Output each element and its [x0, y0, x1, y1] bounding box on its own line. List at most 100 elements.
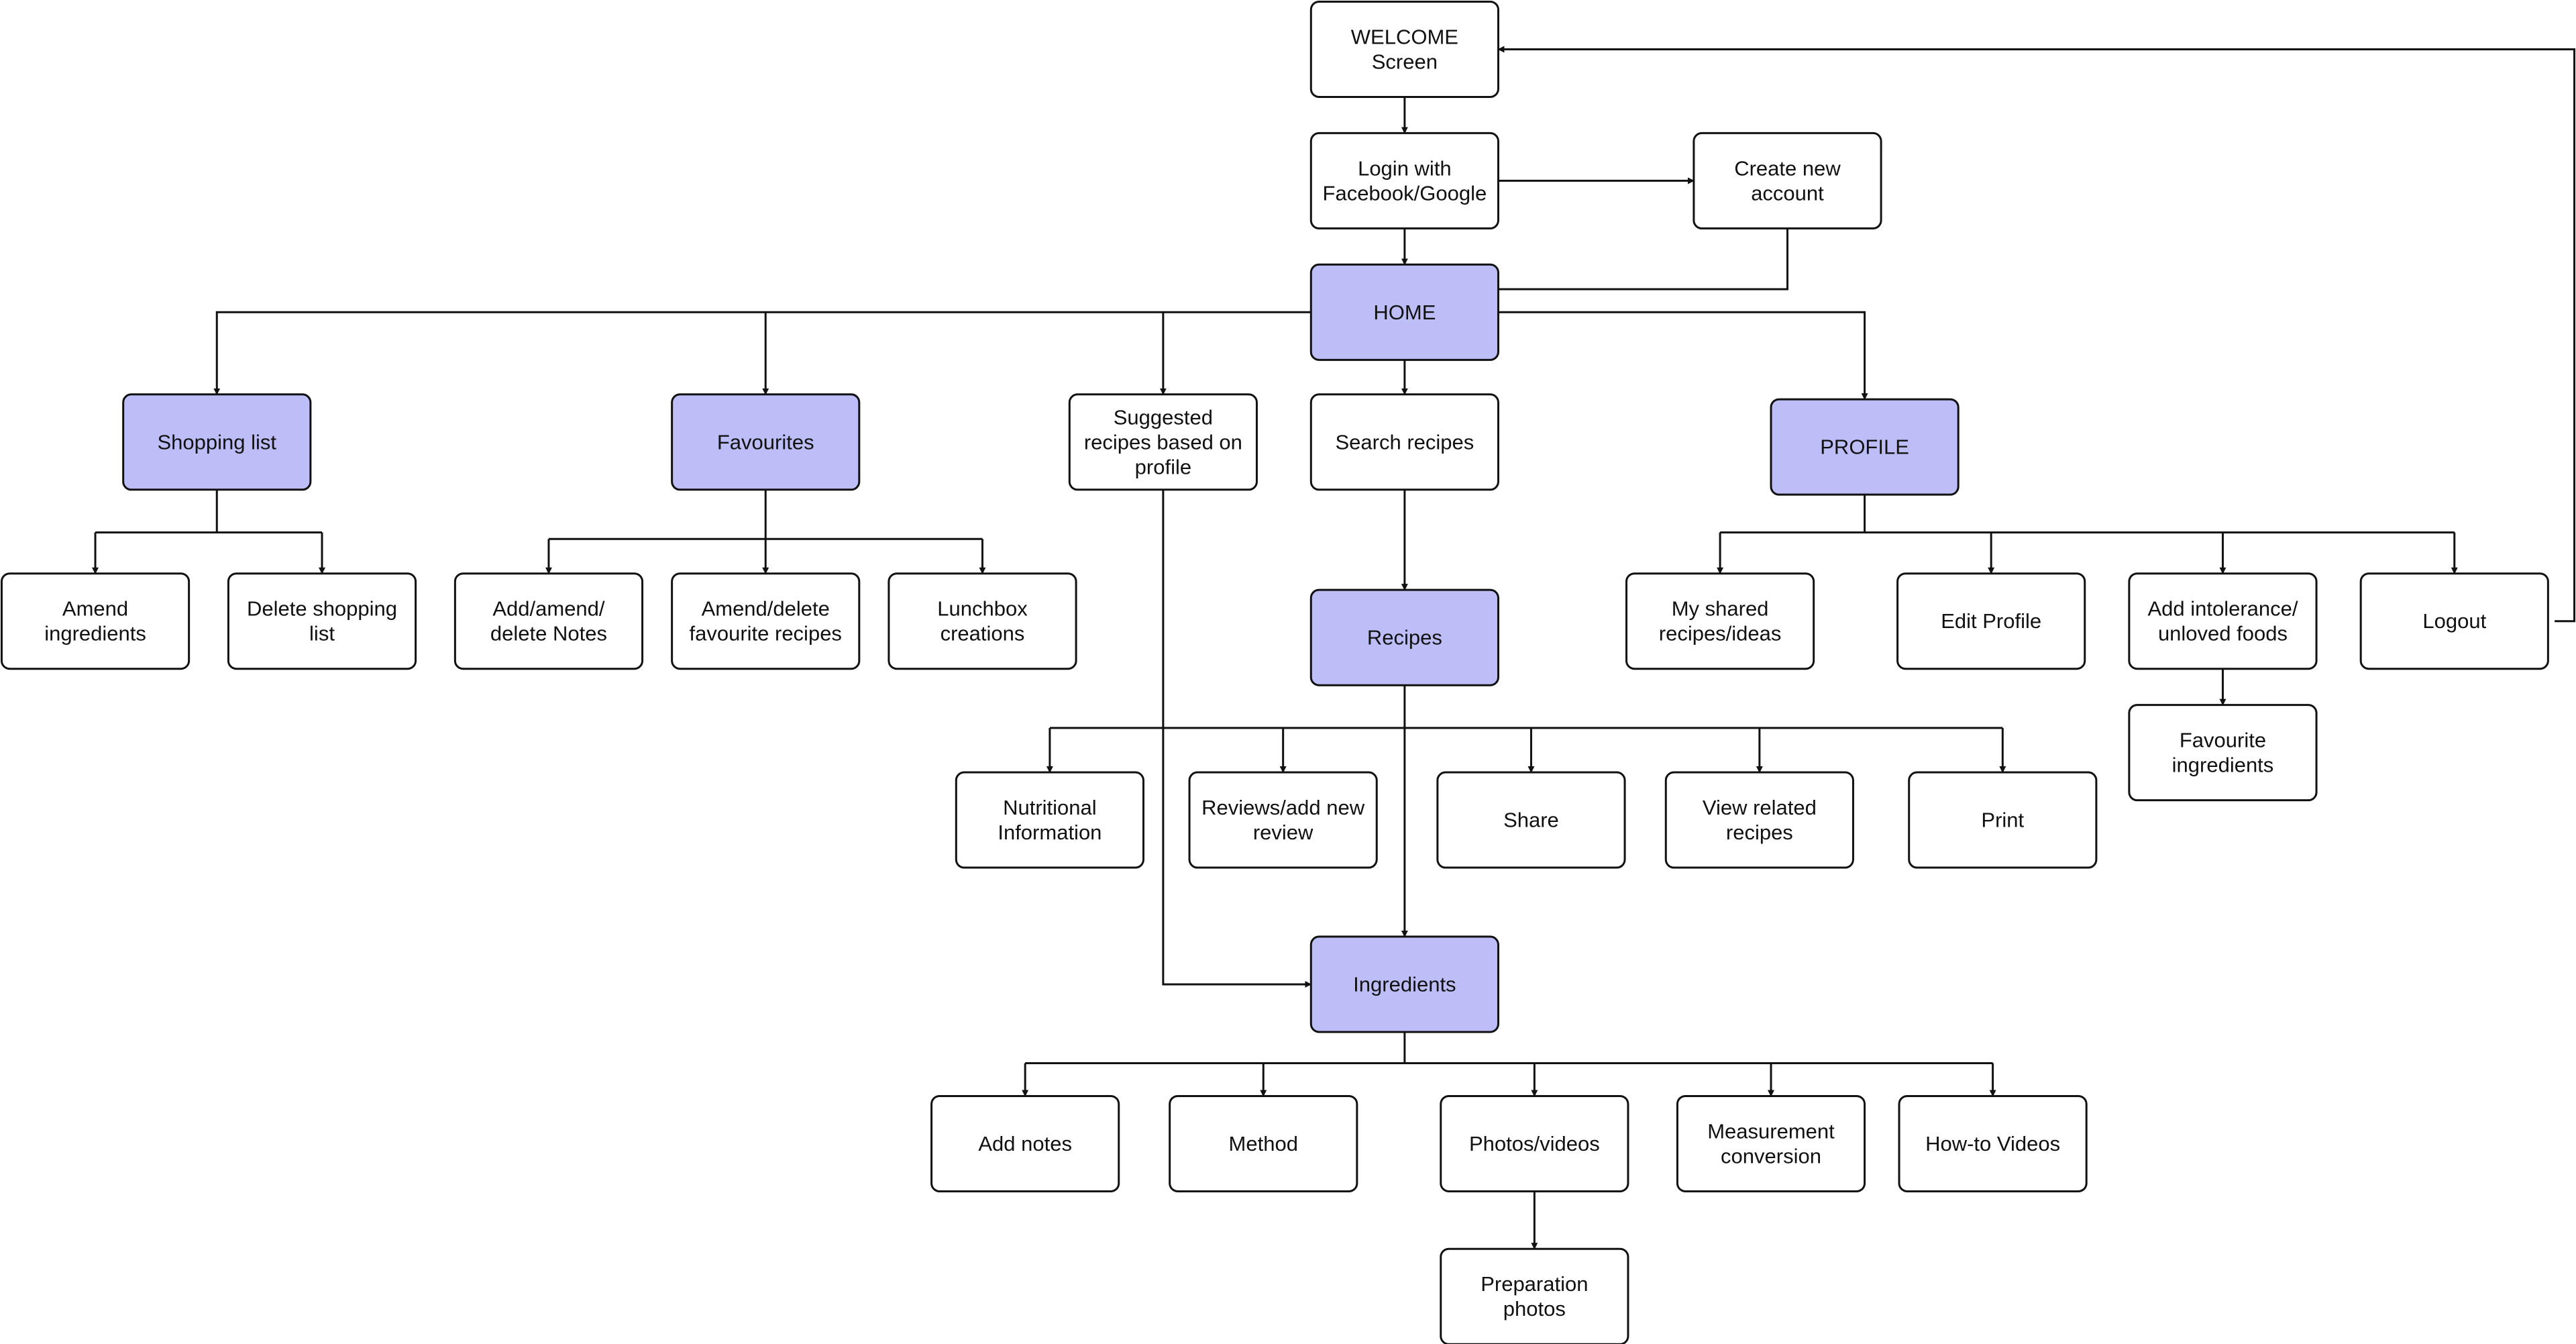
- node-logout: Logout: [2359, 572, 2549, 670]
- node-box: [1896, 572, 2086, 670]
- node-profile: PROFILE: [1770, 398, 1960, 496]
- node-method: Method: [1169, 1094, 1358, 1193]
- node-label: ingredients: [44, 622, 146, 645]
- node-home: HOME: [1309, 263, 1499, 361]
- node-label: recipes: [1726, 821, 1793, 844]
- node-label: Login with: [1358, 156, 1452, 180]
- node-label: account: [1751, 181, 1824, 205]
- node-box: [122, 393, 312, 491]
- node-ingredients: Ingredients: [1309, 935, 1499, 1033]
- node-box: [2359, 572, 2549, 670]
- node-shopping-list: Shopping list: [122, 393, 312, 491]
- node-box: [671, 572, 861, 670]
- node-box: [1908, 771, 2098, 869]
- node-label: Suggested: [1114, 405, 1213, 429]
- node-label: Favourites: [717, 430, 814, 454]
- node-label: review: [1253, 821, 1313, 844]
- node-label: favourite recipes: [689, 622, 841, 645]
- node-label: delete Notes: [490, 622, 607, 645]
- connector-line: [213, 311, 1311, 395]
- node-box: [1309, 0, 1499, 98]
- node-box: [1898, 1094, 2088, 1193]
- node-box: [1693, 132, 1882, 229]
- node-add-notes-fav: Add/amend/delete Notes: [453, 572, 644, 670]
- node-box: [2128, 704, 2318, 802]
- node-box: [1309, 132, 1499, 229]
- node-box: [1309, 393, 1499, 491]
- node-box: [1440, 1094, 1629, 1193]
- node-label: Favourite: [2180, 729, 2266, 752]
- node-label: list: [309, 622, 335, 645]
- node-label: Lunchbox: [937, 597, 1028, 621]
- node-label: Measurement: [1707, 1119, 1835, 1143]
- node-box: [1309, 588, 1499, 686]
- node-label: Reviews/add new: [1201, 796, 1365, 819]
- node-label: unloved foods: [2158, 622, 2288, 645]
- node-label: recipes/ideas: [1659, 622, 1782, 645]
- node-label: Facebook/Google: [1323, 181, 1487, 205]
- node-label: Share: [1503, 809, 1559, 832]
- connector-lines: [92, 46, 2576, 1250]
- node-label: Photos/videos: [1469, 1132, 1600, 1155]
- node-label: photos: [1503, 1297, 1566, 1321]
- node-box: [1770, 398, 1960, 496]
- node-label: Shopping list: [158, 430, 277, 454]
- node-label: ingredients: [2172, 754, 2274, 777]
- node-label: Nutritional: [1003, 796, 1097, 819]
- node-edit-profile: Edit Profile: [1896, 572, 2086, 670]
- node-recipes: Recipes: [1309, 588, 1499, 686]
- node-box: [1309, 935, 1499, 1033]
- node-label: View related: [1703, 796, 1817, 819]
- node-label: Information: [998, 821, 1102, 844]
- node-label: profile: [1135, 455, 1191, 478]
- node-label: Ingredients: [1353, 972, 1456, 996]
- node-label: Screen: [1372, 50, 1438, 73]
- node-label: Add intolerance/: [2147, 597, 2298, 621]
- node-label: Search recipes: [1335, 430, 1474, 454]
- node-box: [955, 771, 1144, 869]
- node-label: Amend/delete: [702, 597, 830, 621]
- connector-line: [1498, 228, 1788, 291]
- node-label: Add notes: [978, 1132, 1072, 1155]
- node-label: Create new: [1734, 156, 1841, 180]
- node-box: [0, 572, 191, 670]
- node-label: Add/amend/: [492, 597, 605, 621]
- node-label: Preparation: [1481, 1272, 1588, 1296]
- node-label: How-to Videos: [1925, 1132, 2060, 1155]
- node-box: [2128, 572, 2318, 670]
- node-add-notes: Add notes: [930, 1094, 1120, 1193]
- node-box: [1188, 771, 1378, 869]
- node-box: [888, 572, 1077, 670]
- node-box: [1676, 1094, 1866, 1193]
- connector-line: [1498, 311, 1868, 401]
- node-box: [1068, 393, 1258, 491]
- node-box: [1309, 263, 1499, 361]
- node-box: [671, 393, 861, 491]
- node-label: creations: [941, 622, 1025, 645]
- node-box: [1664, 771, 1854, 869]
- node-box: [227, 572, 417, 670]
- connector-line: [1162, 489, 1312, 988]
- node-label: Logout: [2422, 609, 2486, 633]
- node-box: [1436, 771, 1626, 869]
- node-box: [453, 572, 644, 670]
- node-box: [1625, 572, 1815, 670]
- node-label: Print: [1981, 809, 2024, 832]
- node-label: Method: [1229, 1132, 1298, 1155]
- node-howto: How-to Videos: [1898, 1094, 2088, 1193]
- node-label: Delete shopping: [247, 597, 397, 621]
- node-label: WELCOME: [1351, 25, 1458, 48]
- node-favourites: Favourites: [671, 393, 861, 491]
- node-label: recipes based on: [1084, 430, 1242, 454]
- node-intolerance: Add intolerance/unloved foods: [2128, 572, 2318, 670]
- node-box: [1440, 1247, 1629, 1344]
